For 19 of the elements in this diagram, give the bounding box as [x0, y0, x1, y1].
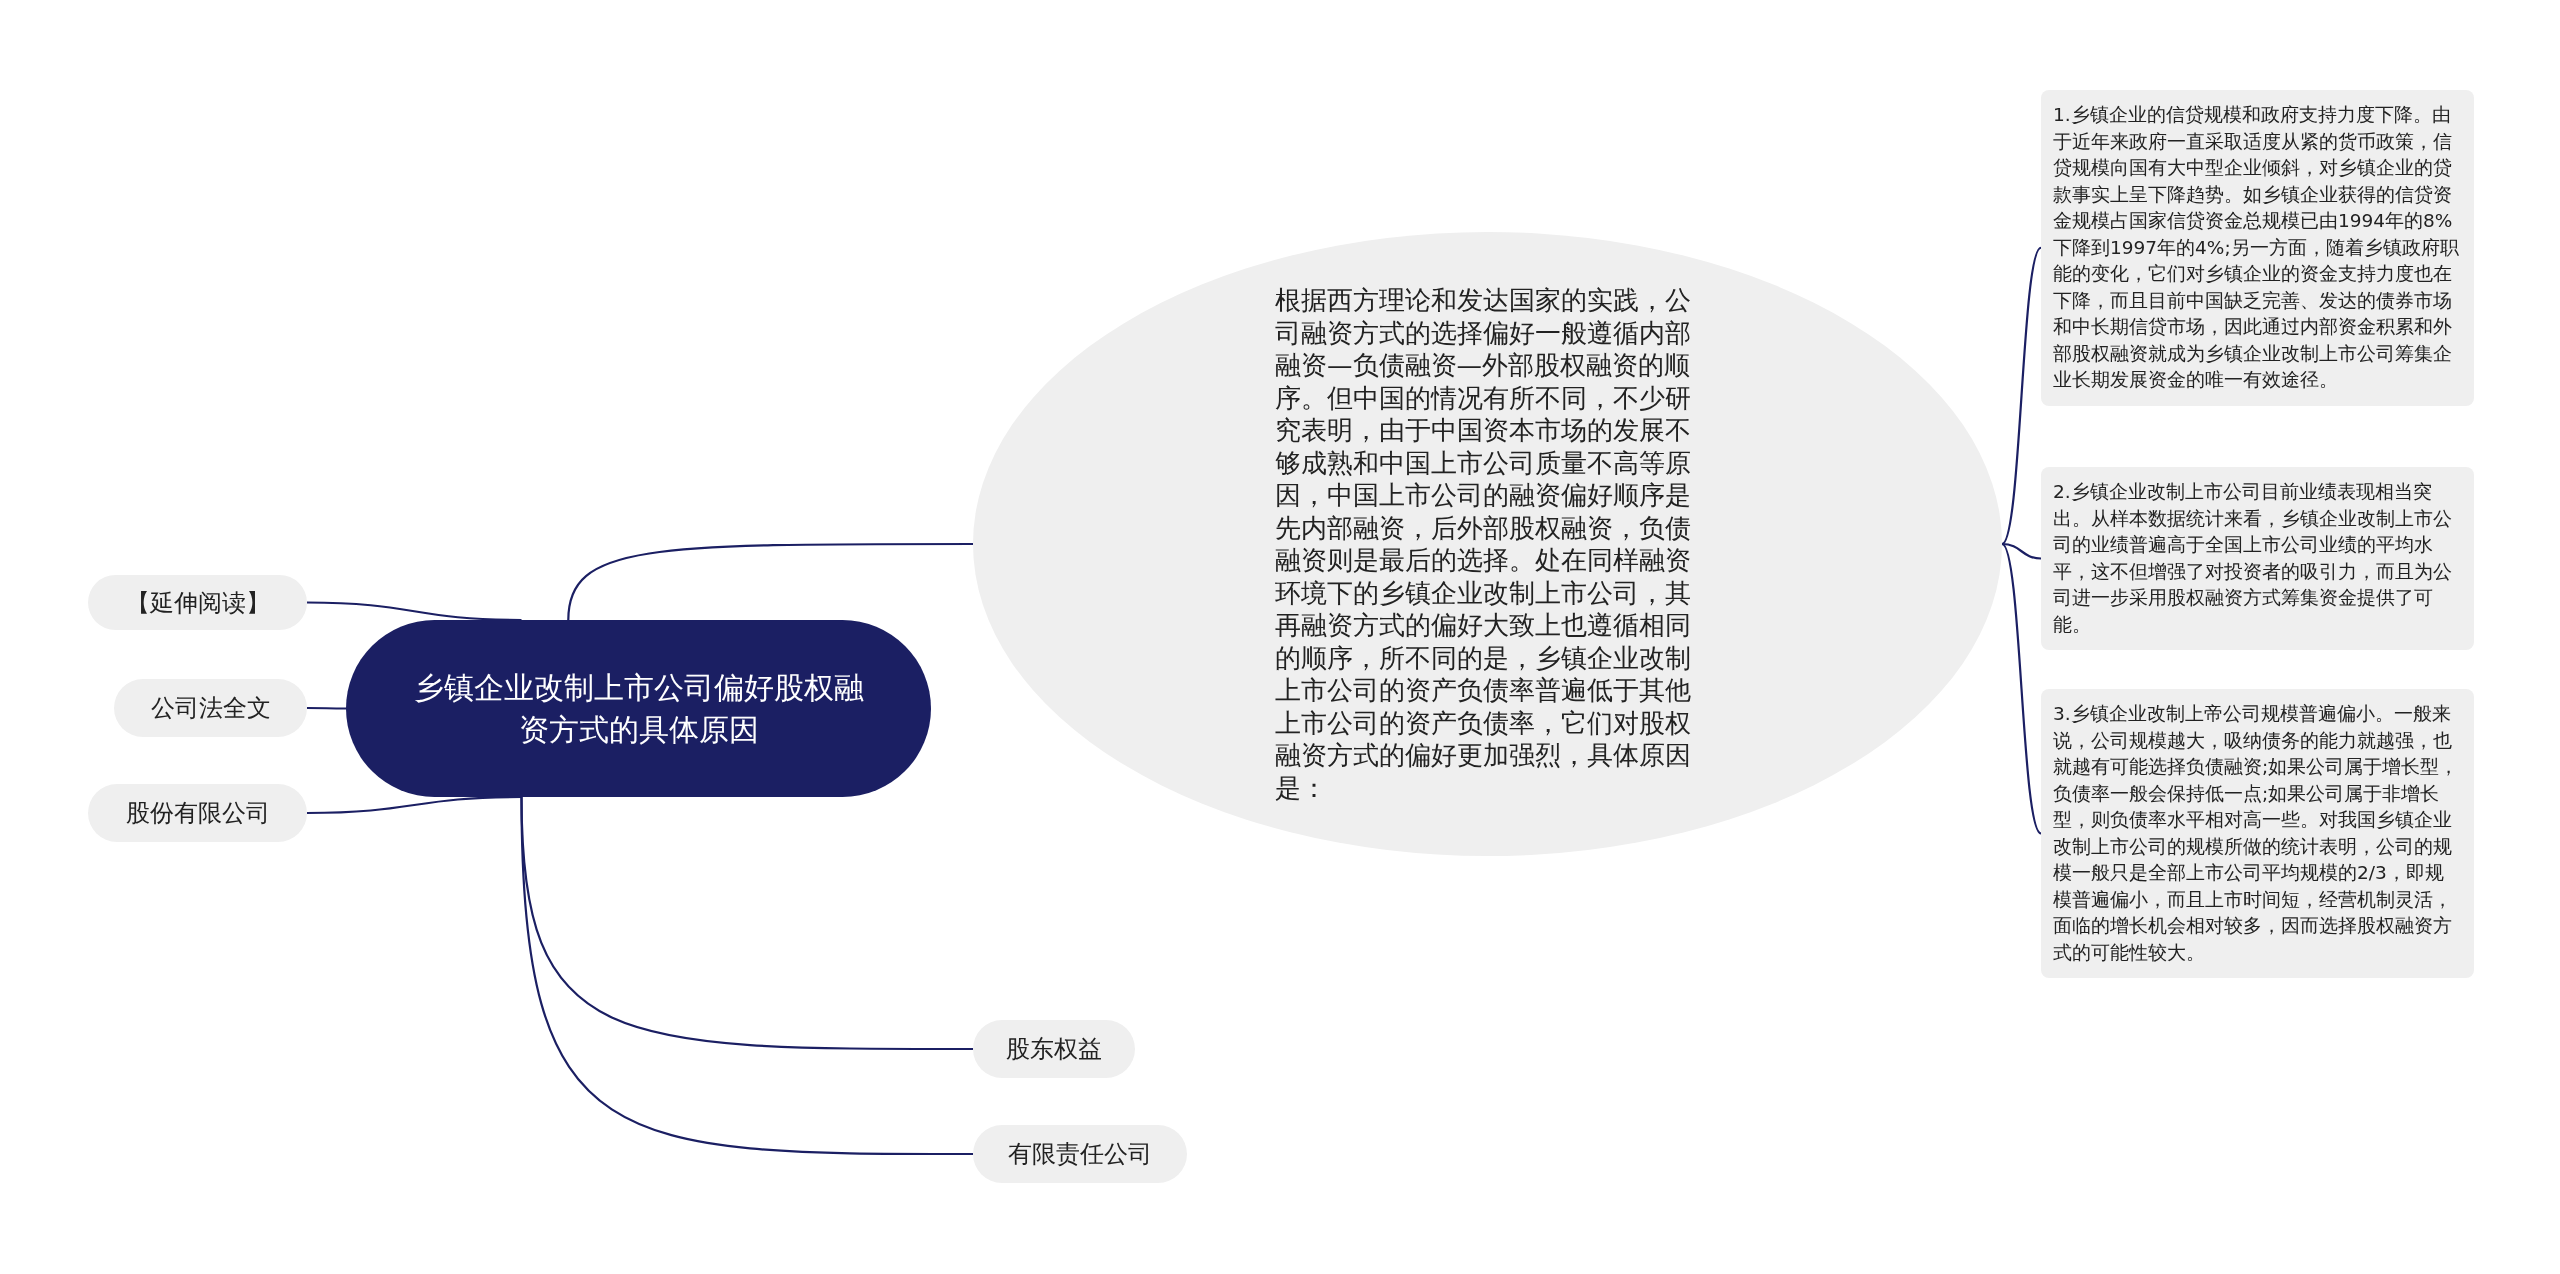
connector-line [307, 795, 522, 815]
topic-text: 乡镇企业改制上市公司偏好股权融资方式的具体原因 [412, 668, 865, 749]
connector-line [2001, 247, 2042, 545]
paragraph: 3.乡镇企业改制上帝公司规模普遍偏小。一般来说，公司规模越大，吸纳债务的能力就越强，也就越有可能选择负债融资;如果公司属于增长型，负债率一般会保持低一点;如果公司属于非增长型，则负债率水平相对高一些。对我国乡镇企业改制上市公司的规模所做的统计表明，公司的规模一般只是全部上市公司平均规模的2/3，即规模普遍偏小，而且上市时间短，经营机制灵活，面临的增长机会相对较多，因而选择股权融资方式的可能性较大。 [2053, 702, 2460, 965]
paragraph: 根据西方理论和发达国家的实践，公司融资方式的选择偏好一般遵循内部融资—负债融资—外部股权融资的顺序。但中国的情况有所不同，不少研究表明，由于中国资本市场的发展不够成熟和中国上市公司质量不高等原因，中国上市公司的融资偏好顺序是先内部融资，后外部股权融资，负债融资则是最后的选择。处在同样融资环境下的乡镇企业改制上市公司，其再融资方式的偏好大致上也遵循相同的顺序，所不同的是，乡镇企业改制上市公司的资产负债率普遍低于其他上市公司的资产负债率，它们对股权融资方式的偏好更加强烈，具体原因是： [1275, 284, 1692, 804]
topic-text: 有限责任公司 [1008, 1139, 1152, 1170]
connector-line [307, 601, 522, 622]
connector-line [307, 706, 346, 710]
topic-text: 股东权益 [1006, 1034, 1102, 1065]
connector-line [2001, 542, 2042, 560]
paragraph: 1.乡镇企业的信贷规模和政府支持力度下降。由于近年来政府一直采取适度从紧的货币政策，信贷规模向国有大中型企业倾斜，对乡镇企业的贷款事实上呈下降趋势。如乡镇企业获得的信贷资金规模占国家信贷资金总规模已由1994年的8%下降到1997年的4%;另一方面，随着乡镇政府职能的变化，它们对乡镇企业的资金支持力度也在下降，而且目前中国缺乏完善、发达的债券市场和中长期信贷市场，因此通过内部资金积累和外部股权融资就成为乡镇企业改制上市公司筹集企业长期发展资金的唯一有效途径。 [2053, 103, 2460, 392]
connector-line [520, 796, 973, 1156]
connector-line [2001, 543, 2042, 835]
topic-text: 股份有限公司 [125, 798, 270, 829]
topic-text: 公司法全文 [150, 693, 271, 724]
paragraph: 2.乡镇企业改制上市公司目前业绩表现相当突出。从样本数据统计来看，乡镇企业改制上市公司的业绩普遍高于全国上市公司业绩的平均水平，这不但增强了对投资者的吸引力，而且为公司进一步采用股权融资方式筹集资金提供了可能。 [2053, 480, 2453, 637]
connector-line [567, 542, 973, 621]
text-card [2041, 467, 2474, 650]
topic-text: 【延伸阅读】 [125, 587, 270, 619]
